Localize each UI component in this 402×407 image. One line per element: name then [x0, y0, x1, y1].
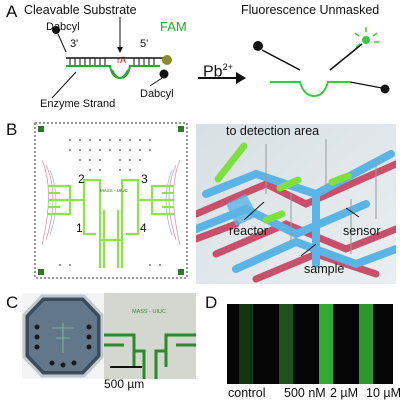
green-channels — [214, 142, 352, 224]
lane-10um — [359, 304, 373, 384]
scale-bar-label: 500 µm — [104, 377, 145, 391]
label-control: control — [228, 386, 266, 400]
dabcyl-top-dot — [52, 26, 60, 34]
chip-id-label: MASS - UIUC — [100, 188, 129, 193]
dabcyl-bottom-dot — [159, 69, 169, 79]
lane-500nm — [279, 304, 293, 384]
cleavable-substrate-label: Cleavable Substrate — [24, 3, 137, 17]
enzyme-pointer — [51, 71, 77, 99]
panel-b-letter: B — [6, 120, 18, 139]
sample-label: sample — [304, 262, 345, 276]
lane-2um — [319, 304, 333, 384]
label-500nm: 500 nM — [284, 386, 326, 400]
chip-number-2: 2 — [78, 172, 85, 186]
dabcyl-bottom-label: Dabcyl — [140, 88, 174, 100]
panel-d-letter: D — [205, 293, 218, 312]
chip-photo-holes — [34, 324, 92, 368]
panel-a-letter: A — [6, 2, 18, 21]
chip-blue-traces — [49, 169, 173, 236]
fluorescence-rays — [354, 27, 379, 48]
fluorescence-image — [227, 304, 393, 384]
substrate-arrowhead — [117, 47, 123, 53]
chip-pink-traces — [41, 159, 181, 246]
3d-pointers — [243, 201, 360, 257]
sensor-label: sensor — [343, 224, 381, 238]
enzyme-loop — [111, 69, 129, 79]
product-enzyme-strand — [270, 81, 350, 98]
micrograph: MASS - UIUC — [104, 293, 196, 379]
fam-dot — [162, 55, 172, 65]
chip-numbers: 2 3 1 4 — [76, 172, 148, 235]
label-2um: 2 µM — [330, 386, 359, 400]
panel-b-chip-layout: 2 3 1 4 MASS - UIUC — [34, 122, 188, 279]
chip-photo — [22, 293, 104, 379]
vertical-posts — [265, 139, 377, 254]
panel-a-diagram — [51, 17, 390, 99]
panel-c-letter: C — [6, 293, 19, 312]
micrograph-chip-id: MASS - UIUC — [132, 309, 166, 315]
chip-green-channels — [48, 178, 174, 268]
reactor-label: reactor — [229, 224, 268, 238]
pb-label: Pb2+ — [203, 62, 233, 81]
fam-label: FAM — [160, 19, 187, 34]
label-10um: 10 µM — [366, 386, 401, 400]
chip-dot-grid — [59, 139, 161, 266]
ra-label: rA — [117, 55, 126, 65]
product-dabcyl-dot — [253, 41, 263, 51]
three-prime-label: 3' — [70, 38, 79, 50]
five-prime-label: 5' — [140, 38, 149, 50]
to-detection-area-label: to detection area — [226, 124, 320, 138]
quencher-link — [57, 33, 67, 53]
product-fluor-dot — [362, 36, 370, 44]
micrograph-channels — [104, 333, 196, 379]
enzyme-strand-label: Enzyme Strand — [40, 98, 116, 110]
fluorescence-unmasked-label: Fluorescence Unmasked — [241, 3, 380, 17]
panel-b-3d-view — [196, 124, 396, 284]
chip-number-1: 1 — [76, 221, 83, 235]
lane-control — [239, 304, 253, 384]
reactor-block — [226, 194, 258, 226]
corner-marks — [38, 126, 184, 275]
base-pairs — [69, 58, 155, 66]
chip-number-4: 4 — [140, 221, 147, 235]
chip-number-3: 3 — [141, 172, 148, 186]
